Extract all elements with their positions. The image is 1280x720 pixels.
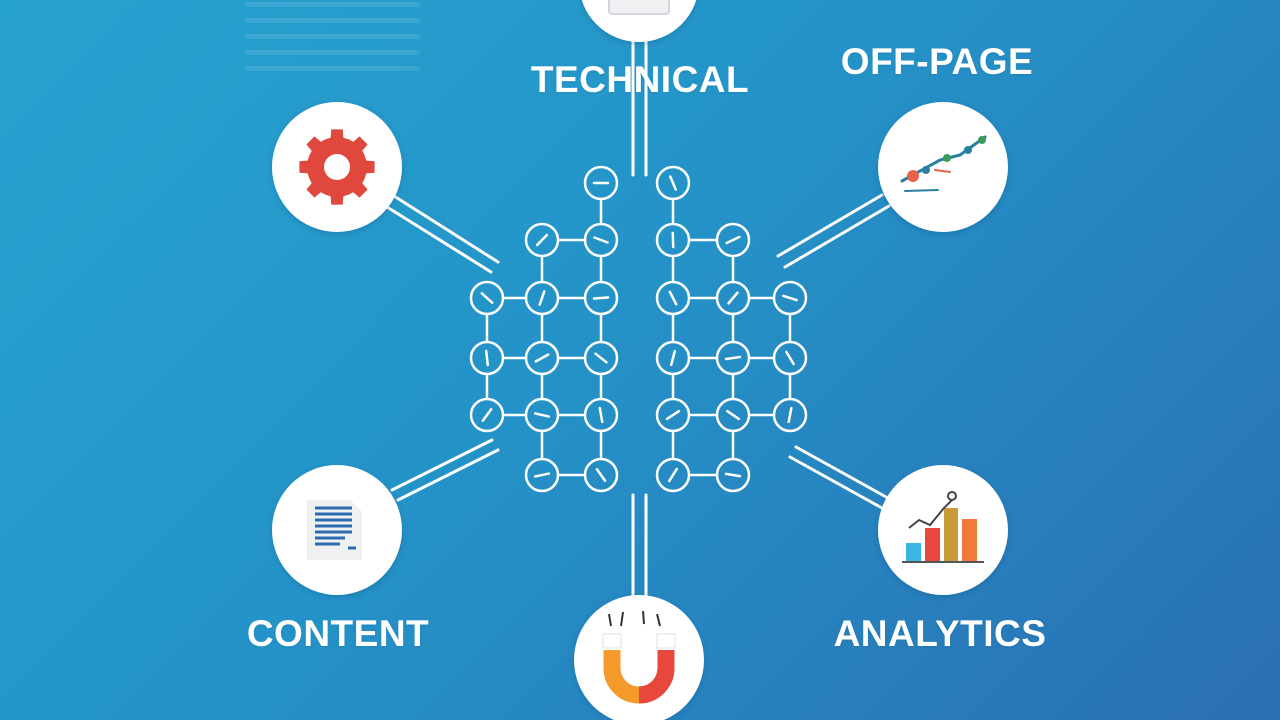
document-text-icon [307,500,362,560]
grid-node [655,165,691,201]
grid-node [524,280,560,316]
off-page-circle [878,102,1008,232]
grid-node [655,340,691,376]
connector-analytics [788,445,890,510]
label-technical: TECHNICAL [530,59,750,100]
connector-bottom [631,493,648,602]
document-icon [608,0,670,15]
magnet-icon [602,610,676,704]
grid-node [469,340,505,376]
grid-node [524,340,560,376]
magnet-circle [574,595,704,720]
connector-content [390,438,500,502]
label-content: CONTENT [246,613,430,654]
grid-node [715,397,751,433]
grid-node [655,397,691,433]
grid-node [715,457,751,493]
grid-node [583,340,619,376]
grid-node [583,397,619,433]
bar-chart-icon [902,491,984,563]
grid-node [655,280,691,316]
grid-node [469,397,505,433]
grid-node [583,222,619,258]
grid-node [524,397,560,433]
analytics-circle [878,465,1008,595]
grid-node [715,222,751,258]
grid-node [524,222,560,258]
grid-node [715,280,751,316]
label-off-page: OFF-PAGE [840,41,1034,82]
circuit-grid [469,165,808,493]
grid-node [772,397,808,433]
connector-gear [385,194,500,274]
gear-icon [299,129,375,205]
grid-node [469,280,505,316]
grid-node [715,340,751,376]
link-chain-icon [900,135,987,192]
connector-off-page [776,193,891,269]
grid-node [583,280,619,316]
grid-node [772,280,808,316]
connector-top [631,38,648,177]
grid-node [583,165,619,201]
decorative-lines [245,2,420,74]
connector-lines [385,38,891,602]
grid-node [655,222,691,258]
grid-node [655,457,691,493]
label-analytics: ANALYTICS [833,613,1047,654]
grid-node [772,340,808,376]
grid-node [524,457,560,493]
grid-node [583,457,619,493]
